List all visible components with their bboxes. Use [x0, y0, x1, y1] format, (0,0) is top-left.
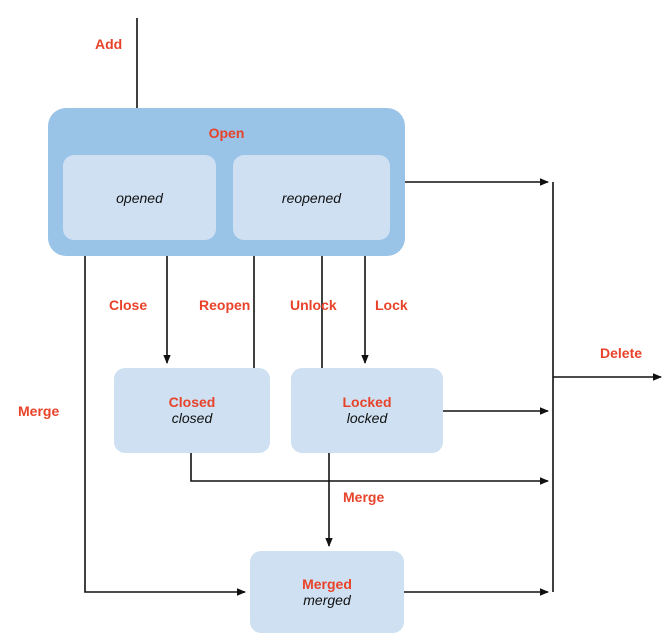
edge-closed-to-bus [190, 453, 549, 485]
edge-label-merge-left: Merge [18, 403, 60, 419]
state-closed[interactable]: Closed closed [114, 368, 270, 453]
edge-label-lock: Lock [375, 297, 408, 313]
edge-label-delete: Delete [600, 345, 643, 361]
state-closed-name: closed [171, 410, 213, 427]
edge-label-add: Add [95, 36, 123, 52]
edge-label-merge-center: Merge [343, 489, 385, 505]
state-merged[interactable]: Merged merged [250, 551, 404, 633]
state-reopened[interactable]: reopened [233, 155, 390, 240]
state-opened-name: opened [116, 189, 163, 206]
state-opened[interactable]: opened [63, 155, 216, 240]
state-locked[interactable]: Locked locked [291, 368, 443, 453]
state-merged-name: merged [303, 591, 351, 608]
edge-label-close: Close [109, 297, 148, 313]
state-locked-title: Locked [342, 394, 392, 411]
state-locked-name: locked [346, 410, 388, 427]
edge-label-reopen: Reopen [199, 297, 251, 313]
state-closed-title: Closed [168, 394, 216, 411]
edge-label-unlock: Unlock [290, 297, 337, 313]
state-merged-title: Merged [302, 575, 352, 592]
edge-merge-left [84, 256, 246, 596]
group-open-label: Open [208, 125, 245, 141]
state-reopened-name: reopened [281, 189, 342, 206]
